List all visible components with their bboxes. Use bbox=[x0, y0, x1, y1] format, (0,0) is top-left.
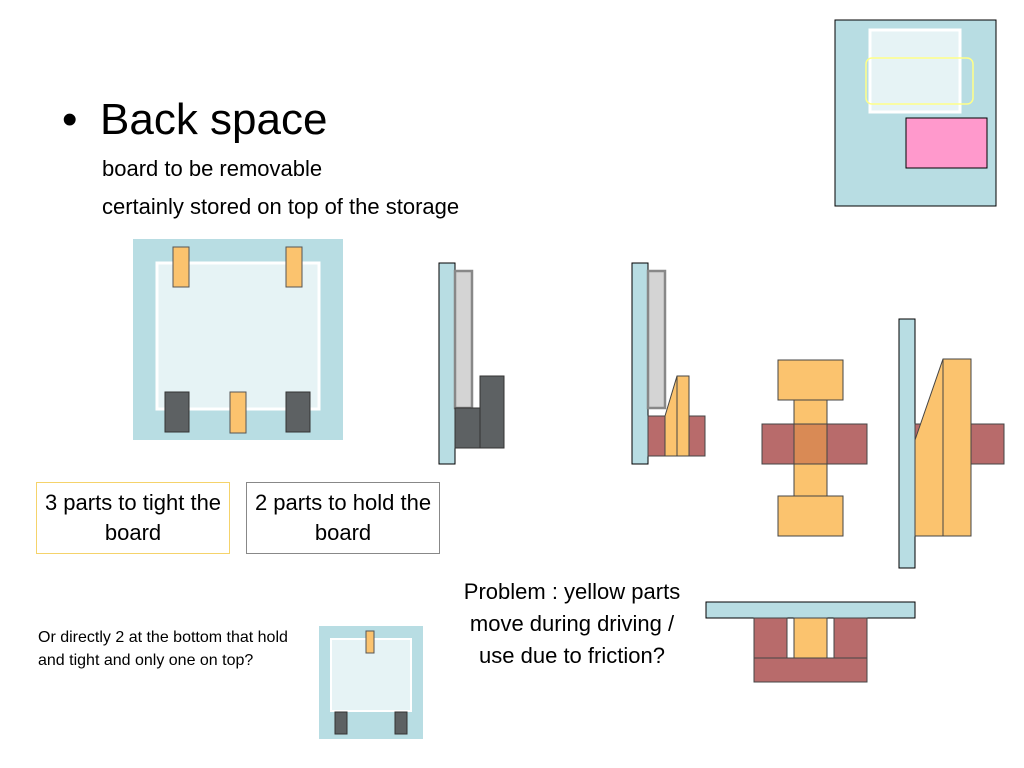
cross-view bbox=[761, 359, 868, 537]
side1-holder-base bbox=[454, 407, 481, 449]
hold-parts-box: 2 parts to hold the board bbox=[246, 482, 440, 554]
side1-board bbox=[453, 269, 474, 410]
bullet-glyph: • bbox=[62, 95, 78, 144]
alt-tight-top bbox=[365, 630, 375, 654]
bottom-red-base bbox=[753, 657, 868, 683]
title-text: Back space bbox=[100, 95, 328, 144]
bottom-yellow-center bbox=[793, 617, 828, 659]
subtitle-storage: certainly stored on top of the storage bbox=[102, 194, 460, 219]
board-front-view bbox=[133, 239, 343, 440]
cross-bottom-block bbox=[777, 495, 844, 537]
bottom-bar bbox=[705, 601, 916, 619]
side3-wall bbox=[898, 318, 916, 569]
cross-overlap bbox=[793, 423, 828, 465]
tight-part-bottom bbox=[229, 391, 247, 434]
slide-title: • Back space bbox=[62, 92, 327, 148]
side1-wall bbox=[438, 262, 456, 465]
holder-right bbox=[285, 391, 311, 433]
side2-board bbox=[646, 269, 667, 410]
stored-board bbox=[868, 28, 962, 114]
alt-holder-left bbox=[334, 711, 348, 735]
bottom-option-note: Or directly 2 at the bottom that hold an… bbox=[38, 629, 288, 669]
highlight-outline bbox=[865, 57, 974, 105]
tight-parts-box: 3 parts to tight the board bbox=[36, 482, 230, 554]
alt-holder-right bbox=[394, 711, 408, 735]
alt-board-view bbox=[319, 626, 423, 739]
problem-note: Problem : yellow parts move during drivi… bbox=[463, 579, 681, 668]
side-view-holder bbox=[438, 262, 505, 465]
side1-holder-lip bbox=[479, 375, 505, 449]
tight-part-top-left bbox=[172, 246, 190, 288]
side-view-wedge bbox=[631, 262, 706, 465]
side2-wall bbox=[631, 262, 649, 465]
holder-left bbox=[164, 391, 190, 433]
pink-panel bbox=[905, 117, 988, 169]
storage-overview bbox=[834, 19, 997, 207]
cross-top-block bbox=[777, 359, 844, 401]
bottom-red-left bbox=[753, 617, 788, 659]
subtitle-removable: board to be removable bbox=[102, 156, 323, 181]
top-view-bottom bbox=[705, 601, 916, 683]
tight-part-top-right bbox=[285, 246, 303, 288]
side-view-assembly bbox=[898, 318, 1005, 569]
bottom-red-right bbox=[833, 617, 868, 659]
